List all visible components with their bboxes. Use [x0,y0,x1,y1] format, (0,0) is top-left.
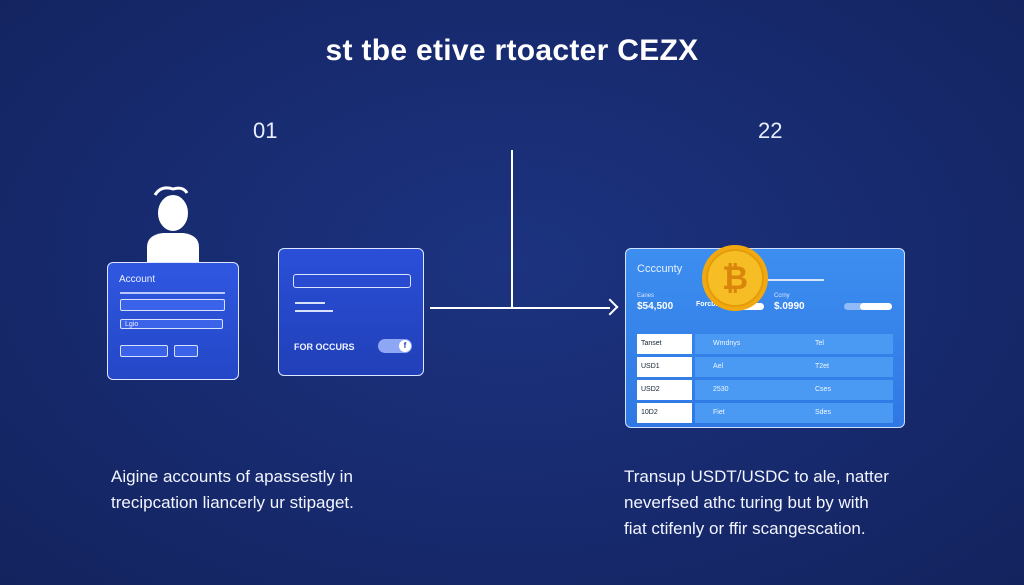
step-number-1: 01 [253,118,278,143]
row-band [695,403,893,423]
dashboard-heading: Ccccunty [637,263,683,275]
toggle-fill [860,303,892,310]
balance-value: $54,500 [637,301,674,312]
caption-line: trecipcation liancerly ur stipaget. [111,493,354,512]
caption-line: Aigine accounts of apassestly in [111,467,353,486]
text-input[interactable] [293,274,411,288]
table-header-cell: Wmdnys [713,340,741,347]
login-field[interactable]: Lgio [120,319,223,329]
row-band [695,380,893,400]
bitcoin-icon: ₿ [702,245,768,311]
table-row[interactable]: USD1 Ael T2et [637,357,893,377]
step-number-2: 22 [758,118,783,143]
text-line [295,310,333,312]
divider-line [120,292,225,294]
table-cell: Cses [815,386,831,393]
table-cell: 2530 [713,386,729,393]
table-cell: Fiet [713,409,725,416]
account-label: Account [119,274,156,285]
table-cell: T2et [815,363,830,370]
table-header-row: Tanset Wmdnys Tel [637,334,893,354]
row-band [695,357,893,377]
right-stat-label: Ccrny [774,293,790,299]
text-line [295,302,325,304]
secondary-button[interactable] [174,345,198,357]
table-cell: 10D2 [637,403,692,423]
right-stat-value: $.0990 [774,301,805,312]
table-header-cell: Tel [815,340,824,347]
row-band [695,334,893,354]
table-cell: Ael [713,363,724,370]
step-2-caption: Transup USDT/USDC to ale, natter neverfs… [624,464,924,542]
facebook-toggle[interactable]: f [378,339,412,353]
login-card-text: FOR OCCURS [294,342,355,352]
table-cell: USD1 [637,357,692,377]
submit-button[interactable] [120,345,168,357]
currency-table: Tanset Wmdnys Tel USD1 Ael T2et USD2 253… [637,334,893,426]
step-1-caption: Aigine accounts of apassestly in trecipc… [111,464,411,516]
table-header-cell: Tanset [637,334,692,354]
account-card: Account Lgio [107,262,239,380]
table-row[interactable]: USD2 2530 Cses [637,380,893,400]
heading-underline [726,279,824,281]
caption-line: neverfsed athc turing but by with [624,493,869,512]
page-title: st tbe etive rtoacter CEZX [325,34,699,67]
table-cell: Sdes [815,409,831,416]
table-row[interactable]: 10D2 Fiet Sdes [637,403,893,423]
caption-line: fiat ctifenly or ffir scangescation. [624,519,866,538]
bitcoin-symbol: ₿ [722,259,748,297]
arrow-right-icon [601,298,619,316]
login-card: FOR OCCURS f [278,248,424,376]
account-input[interactable] [120,299,225,311]
user-avatar-icon [147,186,199,263]
caption-line: Transup USDT/USDC to ale, natter [624,467,889,486]
table-cell: USD2 [637,380,692,400]
vertical-divider [511,150,513,308]
balance-label: Eanes [637,293,655,299]
facebook-icon: f [399,340,411,352]
flow-arrow-line [430,307,610,309]
mid-stat-label: Forcbr [696,301,719,308]
